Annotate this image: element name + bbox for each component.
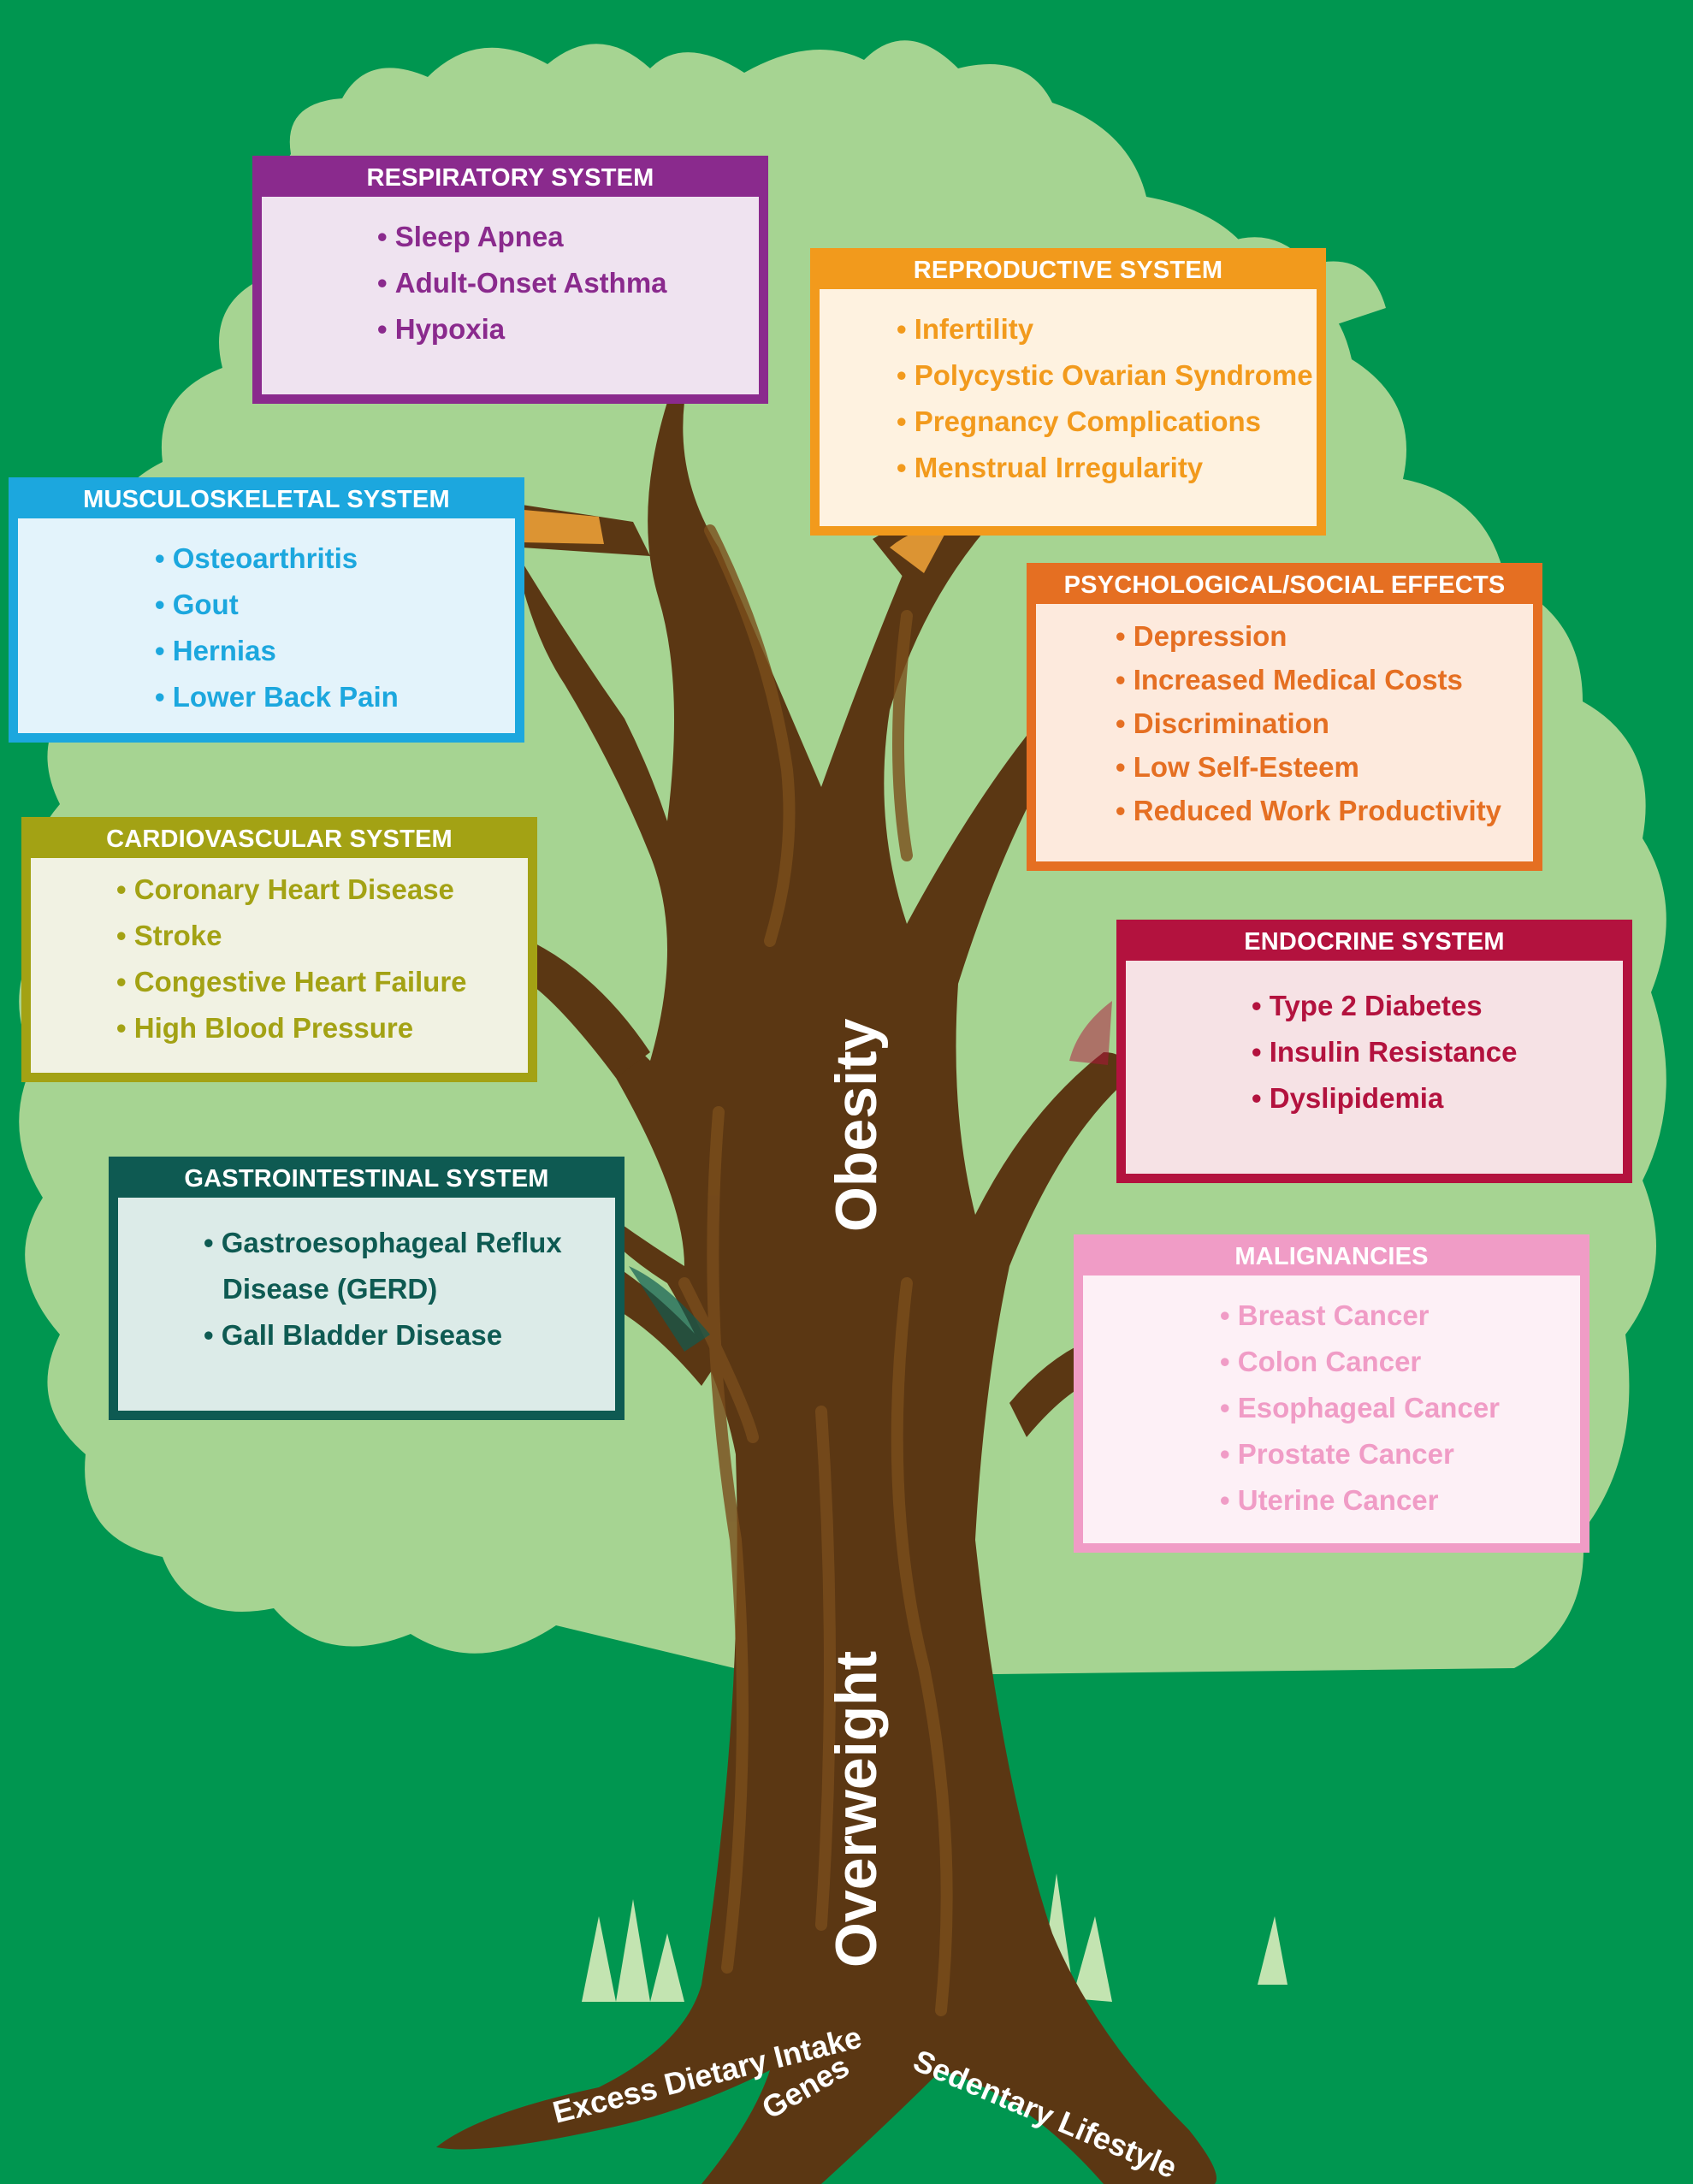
gastrointestinal-system-body: Gastroesophageal Reflux Disease (GERD) G… xyxy=(118,1198,615,1411)
list-item: Uterine Cancer xyxy=(1220,1477,1580,1524)
gastrointestinal-system-title: GASTROINTESTINAL SYSTEM xyxy=(184,1165,549,1193)
respiratory-system-box: RESPIRATORY SYSTEM Sleep Apnea Adult-Ons… xyxy=(252,156,768,404)
reproductive-system-body: Infertility Polycystic Ovarian Syndrome … xyxy=(820,289,1317,526)
list-item: Insulin Resistance xyxy=(1252,1029,1623,1075)
list-item: Gastroesophageal Reflux xyxy=(204,1220,615,1266)
list-item: Discrimination xyxy=(1116,701,1533,745)
branch-highlights xyxy=(524,510,1112,1352)
list-item: Dyslipidemia xyxy=(1252,1075,1623,1122)
list-item-continuation: Disease (GERD) xyxy=(222,1273,438,1305)
list-item: Congestive Heart Failure xyxy=(116,959,528,1005)
obesity-label: Obesity xyxy=(824,1018,889,1232)
malignancies-body: Breast Cancer Colon Cancer Esophageal Ca… xyxy=(1083,1275,1580,1543)
endocrine-system-box: ENDOCRINE SYSTEM Type 2 Diabetes Insulin… xyxy=(1116,920,1632,1183)
list-item: Reduced Work Productivity xyxy=(1116,789,1533,832)
list-item: Coronary Heart Disease xyxy=(116,867,528,913)
list-item: Increased Medical Costs xyxy=(1116,658,1533,701)
list-item: Gout xyxy=(155,582,515,628)
list-item: Lower Back Pain xyxy=(155,674,515,720)
psychological-social-body: Depression Increased Medical Costs Discr… xyxy=(1036,604,1533,861)
list-item: Prostate Cancer xyxy=(1220,1431,1580,1477)
list-item: Breast Cancer xyxy=(1220,1293,1580,1339)
list-item: Sleep Apnea xyxy=(377,214,759,260)
list-item: Hernias xyxy=(155,628,515,674)
malignancies-box: MALIGNANCIES Breast Cancer Colon Cancer … xyxy=(1074,1234,1589,1553)
psychological-social-box: PSYCHOLOGICAL/SOCIAL EFFECTS Depression … xyxy=(1027,563,1542,871)
respiratory-system-title: RESPIRATORY SYSTEM xyxy=(366,164,654,192)
list-item: High Blood Pressure xyxy=(116,1005,528,1051)
endocrine-system-title: ENDOCRINE SYSTEM xyxy=(1244,928,1505,956)
list-item: Adult-Onset Asthma xyxy=(377,260,759,306)
cardiovascular-system-body: Coronary Heart Disease Stroke Congestive… xyxy=(31,858,528,1073)
musculoskeletal-system-title: MUSCULOSKELETAL SYSTEM xyxy=(83,486,450,513)
reproductive-system-title: REPRODUCTIVE SYSTEM xyxy=(913,257,1223,284)
list-item: Depression xyxy=(1116,614,1533,658)
cardiovascular-system-box: CARDIOVASCULAR SYSTEM Coronary Heart Dis… xyxy=(21,817,537,1082)
list-item: Osteoarthritis xyxy=(155,536,515,582)
psychological-social-title: PSYCHOLOGICAL/SOCIAL EFFECTS xyxy=(1063,571,1506,599)
list-item: Low Self-Esteem xyxy=(1116,745,1533,789)
musculoskeletal-system-body: Osteoarthritis Gout Hernias Lower Back P… xyxy=(18,518,515,733)
list-item: Polycystic Ovarian Syndrome xyxy=(897,352,1317,399)
respiratory-system-body: Sleep Apnea Adult-Onset Asthma Hypoxia xyxy=(262,197,759,394)
list-item: Esophageal Cancer xyxy=(1220,1385,1580,1431)
list-item: Menstrual Irregularity xyxy=(897,445,1317,491)
list-item: Type 2 Diabetes xyxy=(1252,983,1623,1029)
malignancies-title: MALIGNANCIES xyxy=(1234,1243,1429,1270)
list-item: Stroke xyxy=(116,913,528,959)
list-item: Pregnancy Complications xyxy=(897,399,1317,445)
endocrine-system-body: Type 2 Diabetes Insulin Resistance Dysli… xyxy=(1126,961,1623,1174)
overweight-label: Overweight xyxy=(824,1651,889,1968)
list-item: Colon Cancer xyxy=(1220,1339,1580,1385)
musculoskeletal-system-box: MUSCULOSKELETAL SYSTEM Osteoarthritis Go… xyxy=(9,477,524,743)
reproductive-system-box: REPRODUCTIVE SYSTEM Infertility Polycyst… xyxy=(810,248,1326,536)
gastrointestinal-system-box: GASTROINTESTINAL SYSTEM Gastroesophageal… xyxy=(109,1157,625,1420)
cardiovascular-system-title: CARDIOVASCULAR SYSTEM xyxy=(106,826,453,853)
trunk-grooves xyxy=(678,524,953,2016)
list-item: Infertility xyxy=(897,306,1317,352)
list-item: Gall Bladder Disease xyxy=(204,1312,615,1358)
list-item: Hypoxia xyxy=(377,306,759,352)
